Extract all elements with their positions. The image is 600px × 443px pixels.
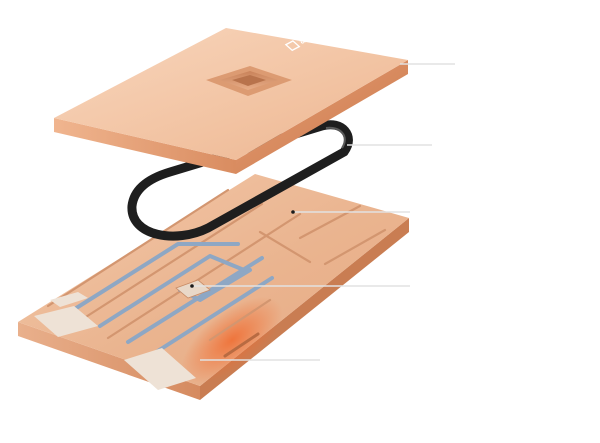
pad-4	[175, 279, 211, 299]
gasket-ring-shape	[127, 120, 353, 241]
bottom-plate	[18, 174, 409, 400]
microfluidic-channels	[68, 242, 274, 358]
pad-1	[50, 292, 88, 307]
heater-zone	[181, 296, 283, 384]
leader-lines	[192, 63, 455, 361]
sample-well	[206, 66, 292, 96]
leader-dot-channels	[291, 210, 295, 214]
gasket-ring	[127, 120, 353, 241]
gasket-ring-highlight	[325, 126, 346, 149]
brand-logo-text: ahnoom	[297, 23, 334, 45]
square-logo-icon	[284, 40, 301, 52]
pad-3	[124, 348, 196, 390]
top-plate-top-face	[54, 28, 408, 160]
leader-endpoints	[190, 210, 295, 288]
electrode-pads	[34, 279, 211, 390]
top-plate-right-edge	[236, 60, 408, 174]
pad-2	[34, 306, 98, 337]
top-plate-front-edge	[54, 118, 236, 174]
top-plate: ahnoom	[54, 23, 408, 174]
engraved-grooves	[46, 188, 387, 358]
leader-dot-chamber	[190, 284, 194, 288]
